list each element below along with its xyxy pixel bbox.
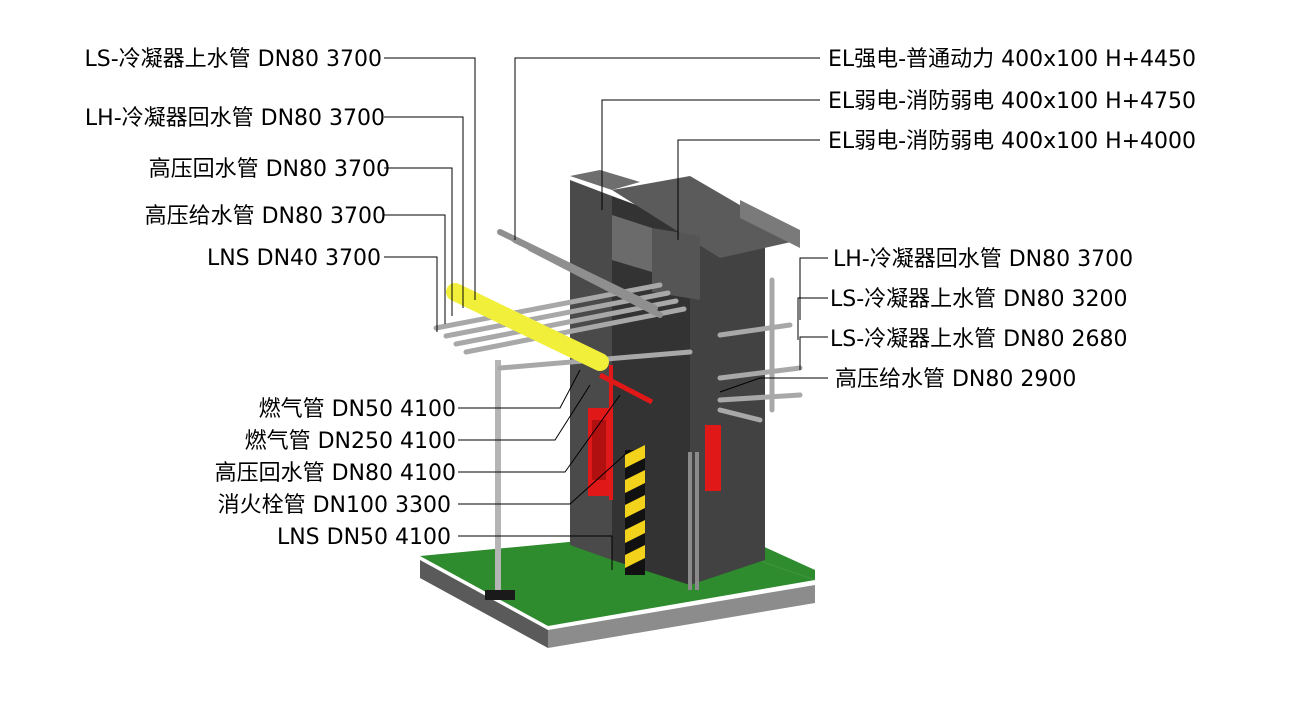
label-lh-cond-return-3700: LH-冷凝器回水管 DN80 3700: [85, 106, 385, 131]
label-hp-return-4100: 高压回水管 DN80 4100: [215, 461, 456, 486]
labels-right-mid: LH-冷凝器回水管 DN80 3700 LS-冷凝器上水管 DN80 3200 …: [830, 247, 1133, 392]
cable-tray-box2: [652, 228, 700, 300]
base-slab-front: [548, 585, 815, 648]
support-base: [485, 590, 515, 600]
label-gas-dn250: 燃气管 DN250 4100: [245, 429, 456, 454]
cable-tray-right: [740, 200, 800, 248]
support-column-left: [495, 360, 501, 595]
rear-tower-top: [570, 170, 640, 190]
label-ls-cond-supply-3200: LS-冷凝器上水管 DN80 3200: [830, 287, 1128, 312]
base-slab-side: [420, 560, 548, 648]
label-el-fire-weak-4000: EL弱电-消防弱电 400x100 H+4000: [828, 129, 1196, 154]
labels-left-bottom: 燃气管 DN50 4100 燃气管 DN250 4100 高压回水管 DN80 …: [215, 397, 456, 550]
label-lns-dn40-3700: LNS DN40 3700: [207, 246, 381, 271]
label-el-fire-weak-4750: EL弱电-消防弱电 400x100 H+4750: [828, 89, 1196, 114]
fire-cabinet-left-inner: [592, 420, 606, 480]
label-hp-return-3700: 高压回水管 DN80 3700: [149, 157, 390, 182]
rear-tower-front: [570, 180, 612, 560]
label-hp-supply-2900: 高压给水管 DN80 2900: [835, 367, 1076, 392]
cable-tray-box: [612, 215, 652, 272]
gas-pipe-yellow: [446, 283, 609, 371]
label-lh-cond-return-right: LH-冷凝器回水管 DN80 3700: [833, 247, 1133, 272]
hazard-stripes: [625, 445, 645, 568]
main-tower-top: [612, 176, 800, 258]
pipe-rack-right: [717, 277, 803, 423]
fire-pipe-red: [598, 372, 654, 405]
pipe-rack-top: [497, 229, 663, 318]
building-model: [420, 170, 815, 648]
label-el-power-4450: EL强电-普通动力 400x100 H+4450: [828, 47, 1196, 72]
label-lns-dn50: LNS DN50 4100: [277, 525, 451, 550]
fire-cabinet-right: [705, 425, 721, 491]
labels-left: LS-冷凝器上水管 DN80 3700 LH-冷凝器回水管 DN80 3700 …: [84, 47, 390, 271]
label-ls-cond-supply-3700: LS-冷凝器上水管 DN80 3700: [84, 47, 382, 72]
label-hydrant-dn100: 消火栓管 DN100 3300: [218, 493, 451, 518]
leader-lines: [384, 57, 828, 570]
labels-right-top: EL强电-普通动力 400x100 H+4450 EL弱电-消防弱电 400x1…: [828, 47, 1196, 154]
vertical-pipes: [688, 452, 699, 590]
label-hp-supply-3700: 高压给水管 DN80 3700: [145, 204, 386, 229]
label-gas-dn50: 燃气管 DN50 4100: [259, 397, 456, 422]
label-ls-cond-supply-2680: LS-冷凝器上水管 DN80 2680: [830, 327, 1128, 352]
